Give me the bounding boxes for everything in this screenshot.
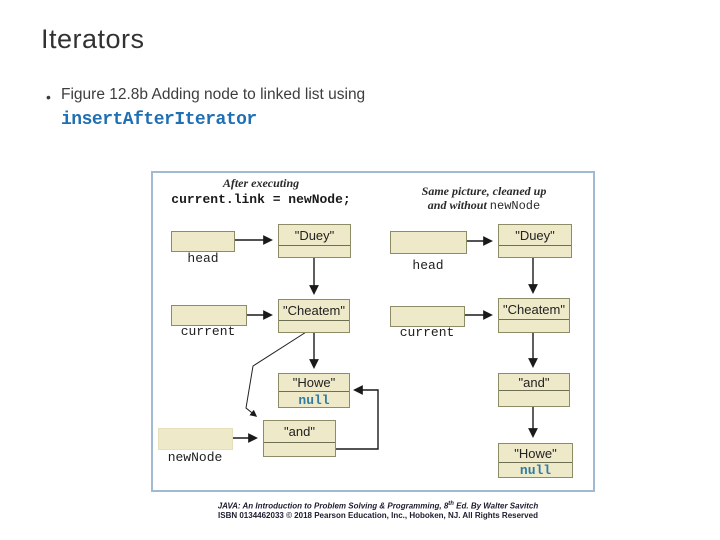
footer-line2: ISBN 0134462033 © 2018 Pearson Education…	[218, 510, 538, 520]
node-data-cell: "Duey"	[279, 225, 350, 246]
right-caption-italic-part: and without	[427, 198, 487, 212]
left-caption-code: current.link = newNode;	[171, 192, 351, 207]
footer-line1-rest: Ed. By Walter Savitch	[453, 501, 539, 511]
node-data-cell: "and"	[499, 374, 569, 391]
footer-line1-sup: th	[448, 501, 454, 507]
left-node-and: "and"	[263, 420, 336, 457]
bullet-text: Figure 12.8b Adding node to linked list …	[61, 86, 366, 103]
right-node-howe: "Howe" null	[498, 443, 573, 478]
node-data-cell: "and"	[264, 421, 335, 443]
node-link-cell	[499, 391, 569, 407]
node-null-cell: null	[519, 463, 552, 478]
figure-12-8b: After executing current.link = newNode; …	[151, 171, 595, 492]
right-caption-code-part: newNode	[489, 199, 541, 213]
left-newnode-label: newNode	[167, 450, 223, 465]
page-title: Iterators	[41, 24, 145, 54]
figure-border	[151, 171, 595, 492]
left-node-duey: "Duey"	[278, 224, 351, 258]
footer-line1-text: JAVA: An Introduction to Problem Solving…	[217, 501, 449, 511]
left-node-howe: "Howe" null	[278, 373, 350, 408]
left-current-label: current	[180, 324, 236, 339]
node-data-cell: "Duey"	[499, 225, 571, 246]
right-current-label: current	[399, 325, 455, 340]
bullet-glyph: •	[46, 89, 51, 105]
left-head-box	[171, 231, 235, 252]
right-head-box	[390, 231, 467, 254]
node-data-cell: "Cheatem"	[499, 299, 569, 320]
code-term: insertAfterIterator	[61, 110, 257, 130]
right-head-label: head	[412, 258, 444, 273]
footer-line1: JAVA: An Introduction to Problem Solving…	[36, 501, 720, 511]
right-current-box	[390, 306, 465, 327]
node-link-cell	[279, 246, 350, 258]
node-data-cell: "Cheatem"	[279, 300, 349, 321]
left-head-label: head	[187, 251, 219, 266]
right-caption-line2: and without newNode	[374, 198, 594, 213]
right-node-and: "and"	[498, 373, 570, 407]
left-caption-italic: After executing	[222, 176, 300, 190]
arrow-left-and-to-howe	[303, 385, 379, 450]
left-node-cheatem: "Cheatem"	[278, 299, 350, 333]
right-node-duey: "Duey"	[498, 224, 572, 258]
right-node-cheatem: "Cheatem"	[498, 298, 570, 333]
right-caption-italic-line1: Same picture, cleaned up	[421, 184, 547, 198]
footer-copyright: JAVA: An Introduction to Problem Solving…	[36, 501, 720, 520]
node-null-cell: null	[298, 392, 330, 408]
node-link-cell	[279, 321, 349, 333]
left-newnode-box	[158, 428, 233, 450]
node-data-cell: "Howe"	[499, 444, 572, 463]
node-link-cell	[499, 320, 569, 333]
node-link-cell	[499, 246, 571, 258]
node-data-cell: "Howe"	[279, 374, 349, 392]
left-current-box	[171, 305, 247, 326]
arrow-left-cheatem-to-newnode-and	[245, 326, 315, 417]
node-link-cell	[264, 443, 335, 457]
